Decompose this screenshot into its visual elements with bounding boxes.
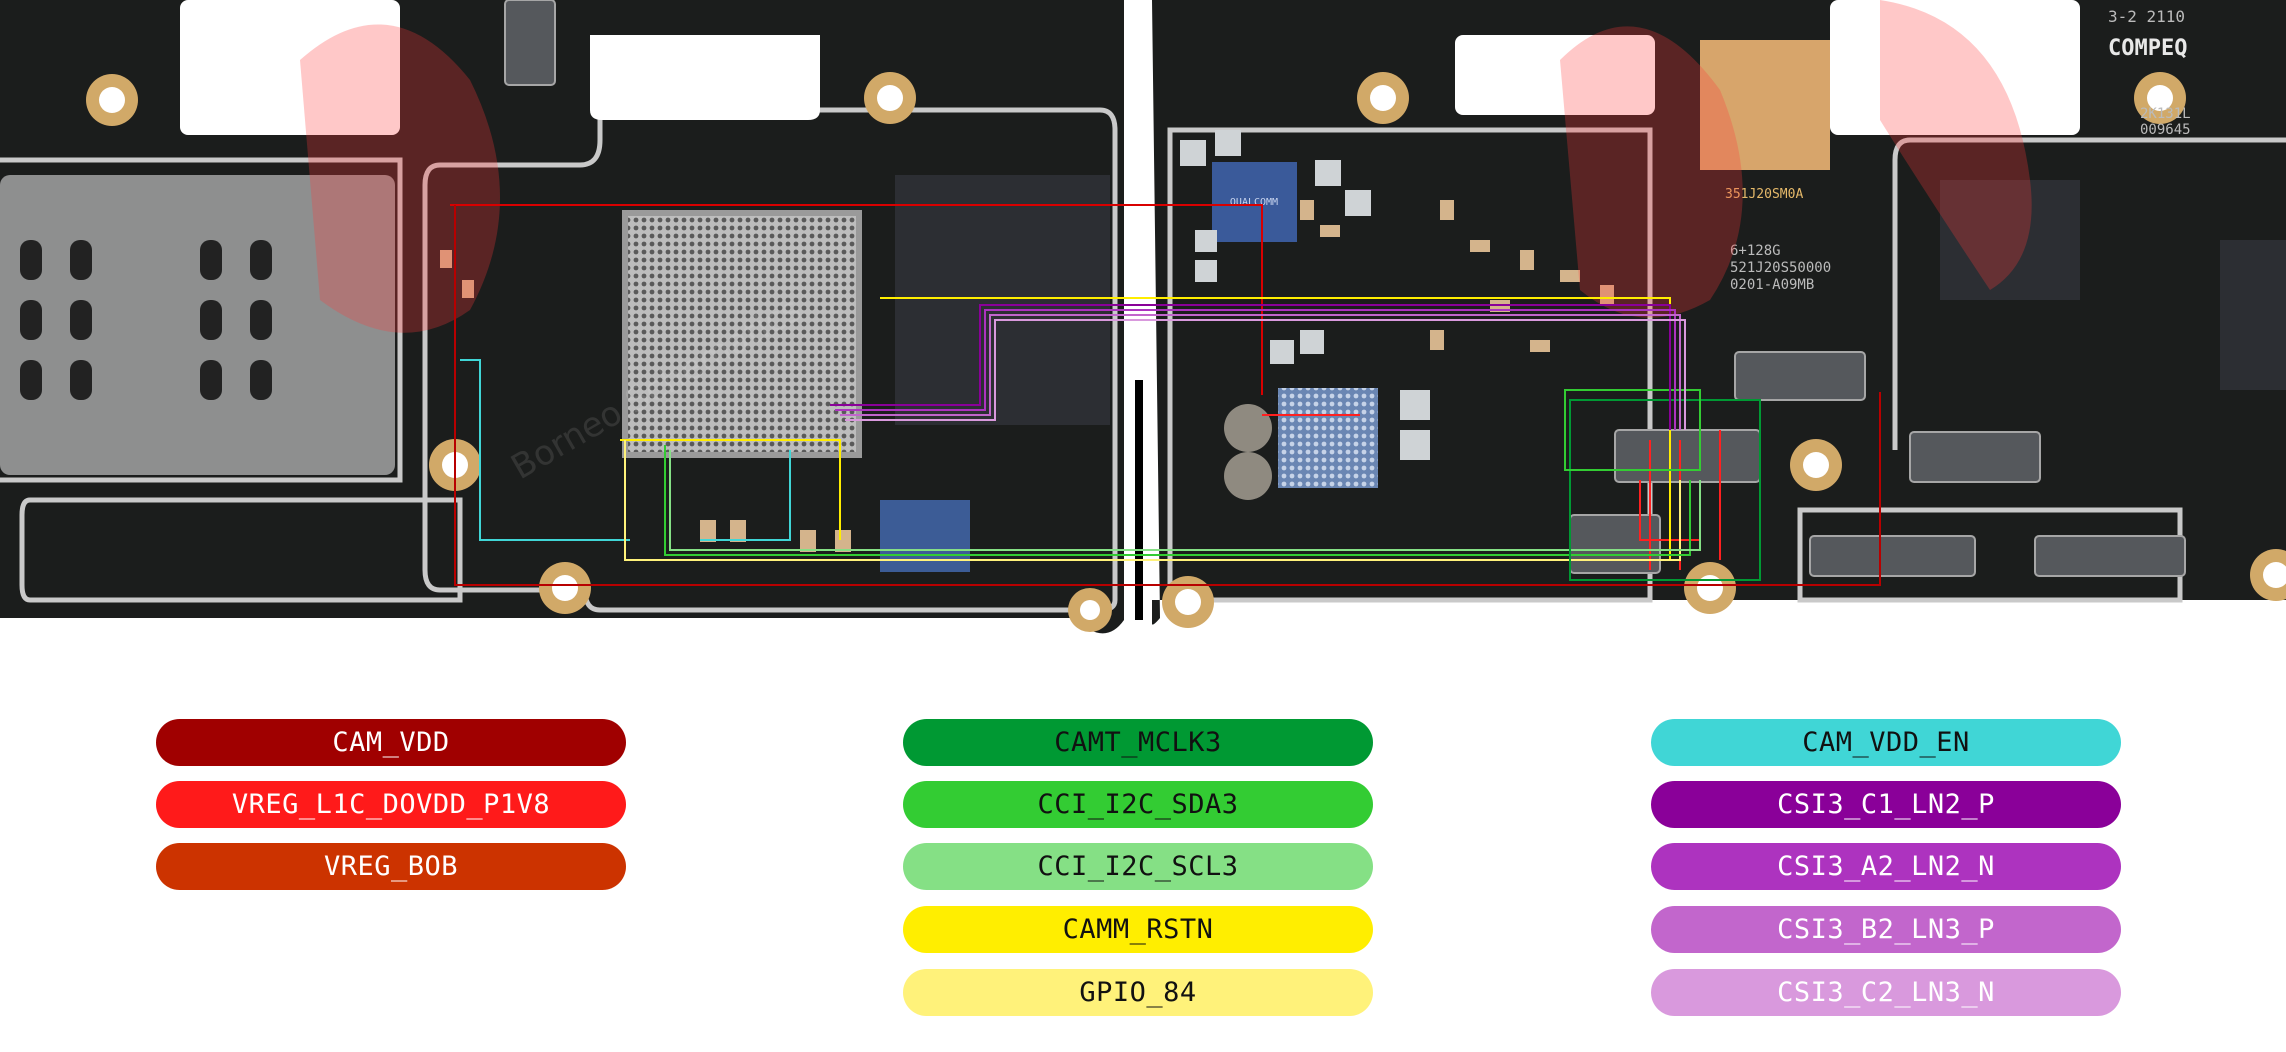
- legend-csi3-a2-ln2-n: CSI3_A2_LN2_N: [1651, 843, 2121, 890]
- watermark-logo: [300, 0, 2032, 333]
- legend-cam-vdd: CAM_VDD: [156, 719, 626, 766]
- signal-legend: CAM_VDD VREG_L1C_DOVDD_P1V8 VREG_BOB CAM…: [0, 640, 2286, 1052]
- legend-cci-i2c-scl3: CCI_I2C_SCL3: [903, 843, 1373, 890]
- memory-chip: [895, 175, 1110, 425]
- qualcomm-text: QUALCOMM: [1230, 197, 1278, 208]
- legend-cam-vdd-en: CAM_VDD_EN: [1651, 719, 2121, 766]
- legend-vreg-l1c-dovdd: VREG_L1C_DOVDD_P1V8: [156, 781, 626, 828]
- pcb-board-photo: QUALCOMM: [0, 0, 2286, 634]
- legend-csi3-c2-ln3-n: CSI3_C2_LN3_N: [1651, 969, 2121, 1016]
- label-window: [180, 0, 400, 135]
- legend-vreg-bob: VREG_BOB: [156, 843, 626, 890]
- rev-marking: 3-2 2110: [2108, 7, 2185, 26]
- gold-pad: [1700, 40, 1830, 170]
- legend-gpio-84: GPIO_84: [903, 969, 1373, 1016]
- sim-tray: [0, 175, 395, 475]
- legend-camm-rstn: CAMM_RSTN: [903, 906, 1373, 953]
- qualcomm-chip: [1212, 162, 1297, 242]
- legend-csi3-b2-ln3-p: CSI3_B2_LN3_P: [1651, 906, 2121, 953]
- pmic-chip: [1278, 388, 1378, 488]
- board-connectors: [504, 0, 2186, 577]
- mem-marking-3: 0201-A09MB: [1730, 277, 1814, 293]
- legend-cci-i2c-sda3: CCI_I2C_SDA3: [903, 781, 1373, 828]
- legend-camt-mclk3: CAMT_MCLK3: [903, 719, 1373, 766]
- passive-components: [440, 200, 1614, 552]
- maker-marking: COMPEQ: [2108, 36, 2187, 61]
- legend-csi3-c1-ln2-p: CSI3_C1_LN2_P: [1651, 781, 2121, 828]
- lot-marking-2: 009645: [2140, 122, 2191, 138]
- ceramic-caps: [1180, 130, 1430, 460]
- mem-marking-2: 521J20S50000: [1730, 260, 1831, 276]
- board-markings: 3-2 2110 COMPEQ 2K131L 009645 351J20SM0A…: [1725, 7, 2191, 293]
- serial-marking: 351J20SM0A: [1725, 187, 1803, 202]
- mem-marking-1: 6+128G: [1730, 243, 1781, 259]
- sim-contacts: [20, 240, 272, 400]
- lot-marking-1: 2K131L: [2140, 106, 2191, 122]
- signal-traces: [450, 204, 1881, 586]
- label-window: [1830, 0, 2080, 135]
